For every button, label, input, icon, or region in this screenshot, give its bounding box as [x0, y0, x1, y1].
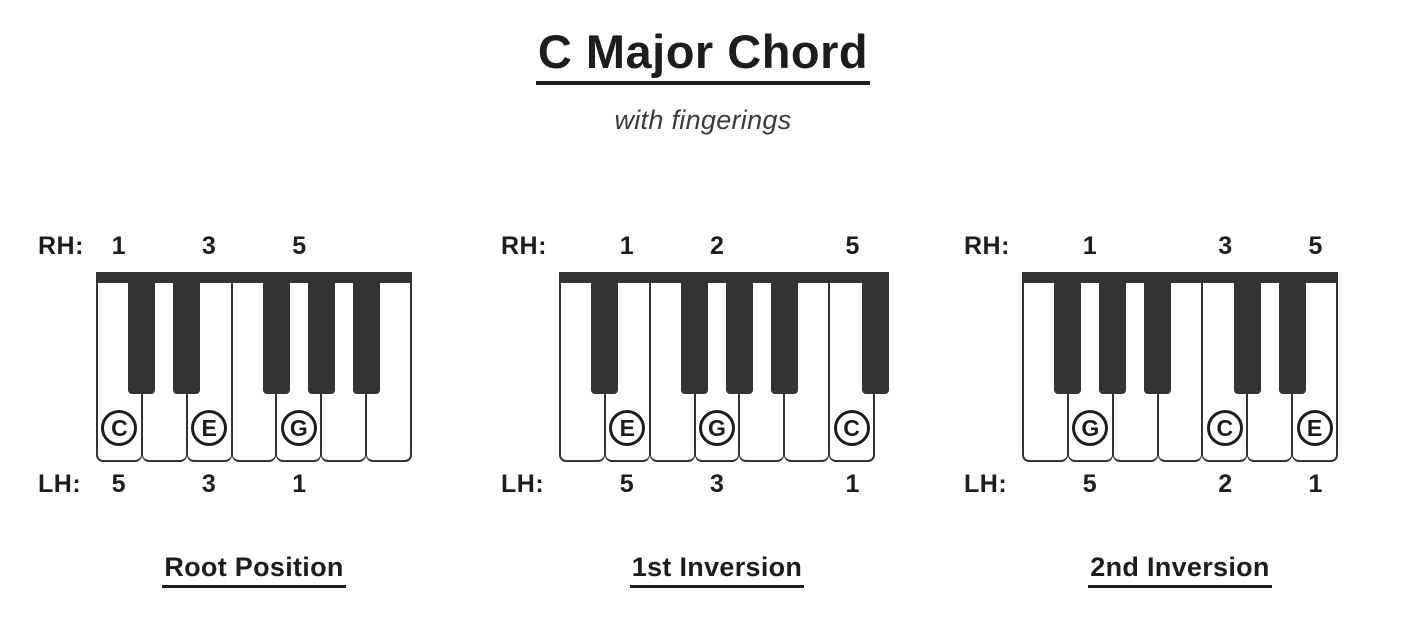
black-key[interactable] — [726, 272, 754, 394]
right-hand-fingering-row: RH: 1 3 5 — [956, 232, 1376, 268]
black-key[interactable] — [172, 272, 200, 394]
black-key[interactable] — [1098, 272, 1126, 394]
caption-container: Root Position — [96, 552, 412, 588]
left-hand-fingering-row: LH: 5 3 1 — [30, 470, 450, 506]
note-marker: E — [191, 410, 228, 446]
lh-finger-number: 5 — [1082, 470, 1097, 498]
rh-finger-number: 1 — [1082, 232, 1097, 260]
rh-finger-number: 5 — [292, 232, 307, 260]
rh-finger-number: 1 — [619, 232, 634, 260]
left-hand-label: LH: — [38, 470, 82, 498]
note-marker: G — [699, 410, 735, 446]
page-title: C Major Chord — [535, 26, 871, 85]
note-marker: G — [280, 410, 317, 446]
rh-finger-number: 2 — [710, 232, 724, 260]
caption-container: 2nd Inversion — [1022, 552, 1338, 588]
left-hand-label: LH: — [964, 470, 1008, 498]
rh-finger-number: 3 — [201, 232, 216, 260]
black-key[interactable] — [1143, 272, 1171, 394]
note-marker: G — [1072, 410, 1109, 446]
note-marker: E — [609, 410, 646, 446]
lh-finger-number: 3 — [710, 470, 724, 498]
page-header: C Major Chord with fingerings — [0, 0, 1406, 136]
note-marker: E — [1296, 410, 1333, 446]
keyboard-back-rail — [96, 272, 412, 283]
note-marker: C — [101, 410, 138, 446]
black-key[interactable] — [771, 272, 799, 394]
black-key[interactable] — [127, 272, 155, 394]
rh-finger-number: 3 — [1218, 232, 1233, 260]
note-marker: C — [833, 410, 870, 446]
keyboard-back-rail — [559, 272, 875, 283]
right-hand-label: RH: — [38, 232, 84, 260]
black-key[interactable] — [263, 272, 291, 394]
black-key[interactable] — [861, 272, 889, 394]
left-hand-label: LH: — [501, 470, 545, 498]
black-key[interactable] — [353, 272, 381, 394]
lh-finger-number: 5 — [111, 470, 126, 498]
lh-finger-number: 3 — [201, 470, 216, 498]
black-key[interactable] — [590, 272, 618, 394]
left-hand-fingering-row: LH: 5 2 1 — [956, 470, 1376, 506]
keyboard-back-rail — [1022, 272, 1338, 283]
keyboard-caption: Root Position — [162, 552, 346, 588]
black-key[interactable] — [308, 272, 336, 394]
note-marker: C — [1206, 410, 1243, 446]
left-hand-fingering-row: LH: 5 3 1 — [493, 470, 913, 506]
right-hand-label: RH: — [964, 232, 1010, 260]
lh-finger-number: 2 — [1218, 470, 1233, 498]
rh-finger-number: 5 — [845, 232, 860, 260]
black-key[interactable] — [1234, 272, 1262, 394]
black-key[interactable] — [1053, 272, 1081, 394]
lh-finger-number: 1 — [292, 470, 307, 498]
keyboard-caption: 1st Inversion — [629, 552, 805, 588]
right-hand-label: RH: — [501, 232, 547, 260]
keyboard-caption: 2nd Inversion — [1088, 552, 1272, 588]
page-subtitle: with fingerings — [614, 104, 792, 135]
right-hand-fingering-row: RH: 1 3 5 — [30, 232, 450, 268]
lh-finger-number: 1 — [845, 470, 860, 498]
rh-finger-number: 1 — [111, 232, 126, 260]
black-key[interactable] — [1279, 272, 1307, 394]
right-hand-fingering-row: RH: 1 2 5 — [493, 232, 913, 268]
lh-finger-number: 5 — [619, 470, 634, 498]
caption-container: 1st Inversion — [559, 552, 875, 588]
lh-finger-number: 1 — [1308, 470, 1323, 498]
rh-finger-number: 5 — [1308, 232, 1323, 260]
black-key[interactable] — [680, 272, 708, 394]
